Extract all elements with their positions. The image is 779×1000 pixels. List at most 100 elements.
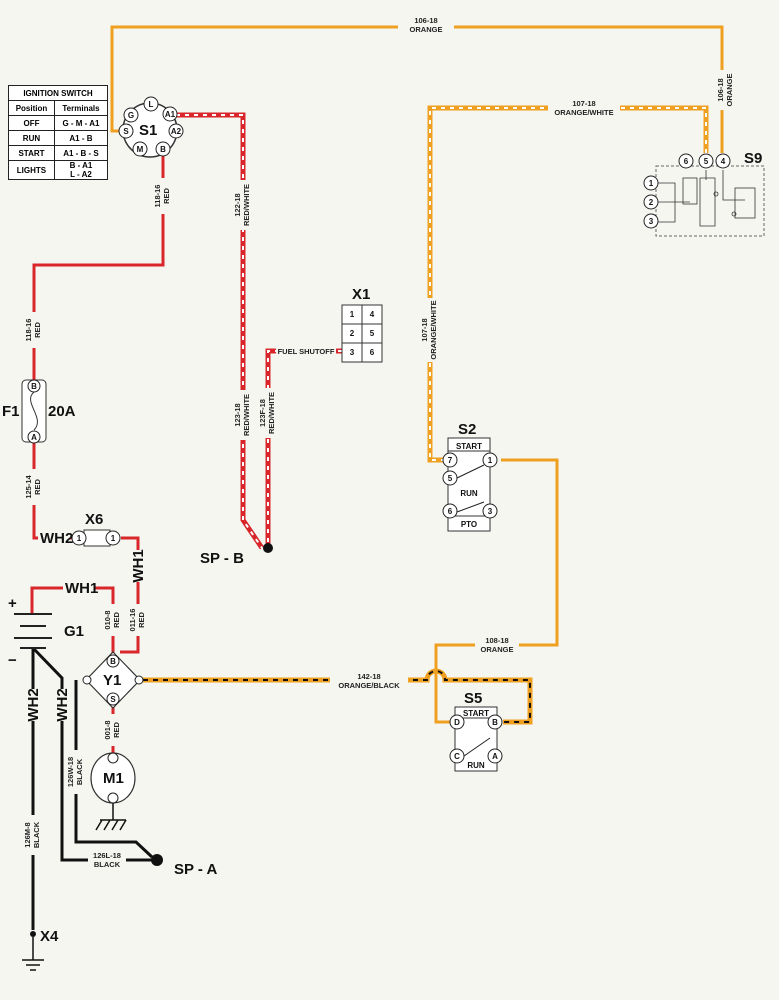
x1-pin-2: 2 bbox=[350, 329, 355, 338]
x1-pin-6: 6 bbox=[370, 348, 375, 357]
x6-pin-right: 1 bbox=[111, 534, 116, 543]
wire-label-118a: 118-16 RED bbox=[151, 178, 171, 214]
f1-rating: 20A bbox=[48, 403, 76, 420]
wire-label-107b: 107-18 ORANGE/WHITE bbox=[418, 298, 438, 362]
s5-pin-b: B bbox=[492, 718, 498, 727]
s5-pin-d: D bbox=[454, 718, 460, 727]
wire-label-011: 011-16 RED bbox=[126, 604, 146, 636]
starter-motor-m1: M1 bbox=[90, 752, 136, 831]
svg-text:BLACK: BLACK bbox=[94, 860, 121, 869]
ignition-switch-s1: G L A1 A2 B M S S1 bbox=[118, 96, 184, 158]
svg-text:122-18: 122-18 bbox=[233, 193, 242, 216]
spb-label: SP - B bbox=[200, 550, 244, 567]
svg-text:BLACK: BLACK bbox=[32, 821, 41, 848]
g1-minus: − bbox=[8, 652, 17, 669]
wire-106-18 bbox=[110, 25, 724, 153]
s2-pin-5: 5 bbox=[448, 474, 453, 483]
wire-label-122: 122-18 RED/WHITE bbox=[231, 180, 251, 230]
svg-text:126M-8: 126M-8 bbox=[23, 822, 32, 847]
svg-text:ORANGE: ORANGE bbox=[410, 25, 443, 34]
svg-text:125-14: 125-14 bbox=[24, 474, 33, 498]
s1-pin-m: M bbox=[137, 145, 144, 154]
wire-label-108: 108-18 ORANGE bbox=[475, 636, 519, 656]
svg-text:106-18: 106-18 bbox=[414, 16, 437, 25]
x1-pin-4: 4 bbox=[370, 310, 375, 319]
s2-start-label: START bbox=[456, 442, 482, 451]
g1-plus: + bbox=[8, 595, 17, 612]
svg-text:ORANGE: ORANGE bbox=[481, 645, 514, 654]
svg-text:WH1: WH1 bbox=[130, 549, 147, 582]
wire-122-18 bbox=[176, 112, 265, 550]
svg-text:118-16: 118-16 bbox=[24, 319, 33, 342]
svg-text:ORANGE/WHITE: ORANGE/WHITE bbox=[554, 108, 613, 117]
svg-text:107-18: 107-18 bbox=[572, 99, 595, 108]
f1-pin-a: A bbox=[31, 433, 37, 442]
connector-x1: 1 4 2 5 3 6 X1 bbox=[341, 286, 383, 363]
wire-label-123f: 123F-18 RED/WHITE bbox=[256, 388, 276, 438]
svg-text:BLACK: BLACK bbox=[75, 758, 84, 785]
wire-label-125: 125-14 RED bbox=[22, 469, 42, 505]
wire-label-126m: 126M-8 BLACK bbox=[21, 815, 41, 855]
svg-text:126L-18: 126L-18 bbox=[93, 851, 121, 860]
wire-142-18 bbox=[143, 668, 533, 725]
ground-icon bbox=[22, 937, 44, 971]
svg-text:RED: RED bbox=[33, 322, 42, 338]
fuse-f1: B A F1 20A bbox=[2, 379, 76, 444]
svg-text:RED: RED bbox=[112, 722, 121, 738]
wire-label-142: 142-18 ORANGE/BLACK bbox=[330, 672, 408, 692]
spa-label: SP - A bbox=[174, 861, 218, 878]
wire-label-106a: 106-18 ORANGE bbox=[398, 15, 454, 35]
ignition-switch-table: IGNITION SWITCH Position Terminals OFF G… bbox=[8, 85, 109, 180]
table-cell-terminals: B - A1 L - A2 bbox=[53, 160, 109, 180]
table-cell-terminals: G - M - A1 bbox=[53, 115, 109, 131]
wire-118-16 bbox=[32, 155, 165, 381]
relay-module-s9: 6 5 4 1 2 3 S9 bbox=[643, 150, 765, 237]
ground-icon bbox=[95, 803, 127, 831]
s9-pin-3: 3 bbox=[649, 217, 654, 226]
f1-label: F1 bbox=[2, 403, 20, 420]
s9-pin-1: 1 bbox=[649, 179, 654, 188]
battery-g1: + − G1 bbox=[8, 595, 84, 669]
s1-label: S1 bbox=[139, 122, 157, 139]
wire-label-106b: 106-18 ORANGE bbox=[713, 70, 735, 110]
s2-pin-7: 7 bbox=[448, 456, 453, 465]
s2-pin-1: 1 bbox=[488, 456, 493, 465]
g1-label: G1 bbox=[64, 623, 84, 640]
wire-wh1-battery bbox=[30, 586, 115, 654]
x1-label: X1 bbox=[352, 286, 370, 303]
svg-text:010-8: 010-8 bbox=[103, 610, 112, 629]
svg-text:RED/WHITE: RED/WHITE bbox=[242, 184, 251, 226]
wire-label-126l: 126L-18 BLACK bbox=[88, 851, 126, 871]
wire-label-wh2-a: WH2 bbox=[25, 688, 42, 721]
svg-text:RED: RED bbox=[33, 479, 42, 495]
s1-pin-a1: A1 bbox=[165, 110, 176, 119]
x4-label: X4 bbox=[40, 928, 59, 945]
svg-text:011-16: 011-16 bbox=[128, 609, 137, 632]
s1-pin-b: B bbox=[160, 145, 166, 154]
s9-pin-2: 2 bbox=[649, 198, 654, 207]
y1-pin-b: B bbox=[110, 657, 116, 666]
wire-label-fuel-shutoff: FUEL SHUTOFF bbox=[276, 346, 336, 356]
start-switch-s2: START RUN PTO 7 1 5 6 3 S2 bbox=[442, 421, 498, 532]
s2-pin-3: 3 bbox=[488, 507, 493, 516]
wire-label-126w: 126W-18 BLACK bbox=[64, 750, 84, 794]
x6-pin-left: 1 bbox=[77, 534, 82, 543]
s5-pin-a: A bbox=[492, 752, 498, 761]
wire-107-18 bbox=[427, 105, 709, 463]
table-row: RUN A1 - B bbox=[8, 130, 109, 146]
svg-text:WH2: WH2 bbox=[25, 688, 42, 721]
svg-text:ORANGE/BLACK: ORANGE/BLACK bbox=[338, 681, 400, 690]
splice-sp-a: SP - A bbox=[151, 854, 218, 878]
wire-label-107a: 107-18 ORANGE/WHITE bbox=[548, 99, 620, 119]
ground-x4: X4 bbox=[22, 928, 59, 971]
y1-pin-s: S bbox=[110, 695, 116, 704]
svg-text:WH2: WH2 bbox=[40, 530, 73, 547]
x1-pin-5: 5 bbox=[370, 329, 375, 338]
s2-pto-label: PTO bbox=[461, 520, 477, 529]
s9-pin-4: 4 bbox=[721, 157, 726, 166]
s2-run-label: RUN bbox=[460, 489, 478, 498]
s9-pin-5: 5 bbox=[704, 157, 709, 166]
s5-run-label: RUN bbox=[467, 761, 485, 770]
svg-text:RED: RED bbox=[162, 188, 171, 204]
s1-pin-l: L bbox=[149, 100, 154, 109]
